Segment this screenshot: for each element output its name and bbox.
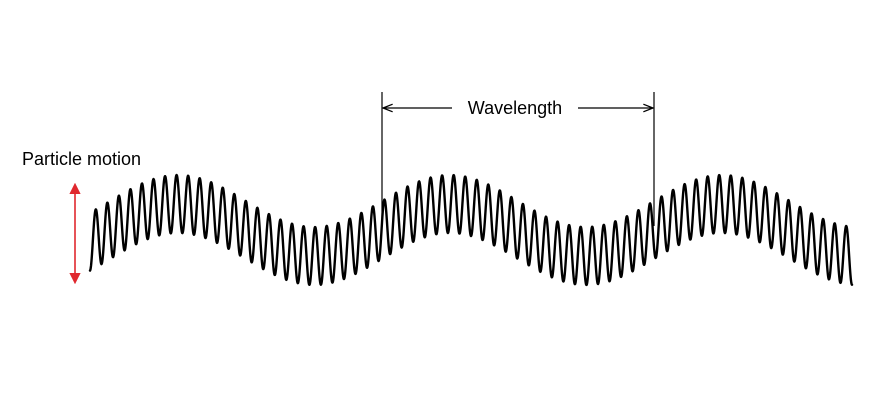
wavelength-label: Wavelength bbox=[468, 98, 562, 118]
coiled-wave bbox=[88, 173, 854, 287]
particle-motion-label: Particle motion bbox=[22, 149, 141, 169]
